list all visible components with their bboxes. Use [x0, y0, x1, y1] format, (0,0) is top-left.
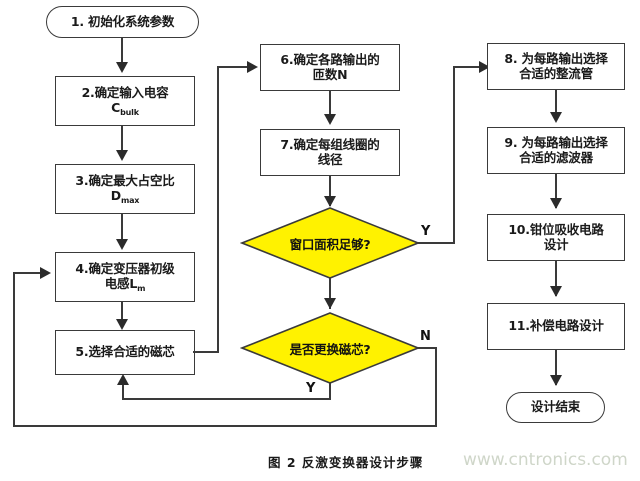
edge-3-to-4 [121, 214, 123, 248]
node-step8-text: 8. 为每路输出选择 合适的整流管 [504, 50, 608, 82]
figure-caption: 图 2 反激变换器设计步骤 [268, 455, 424, 470]
node-step2-line2: Cbulk [111, 100, 139, 117]
node-step10: 10.钳位吸收电路 设计 [487, 214, 625, 261]
node-start: 1. 初始化系统参数 [46, 6, 199, 38]
node-step2: 2.确定输入电容 Cbulk [55, 76, 195, 126]
edge-5-to-6-seg-h2 [217, 66, 250, 68]
edge-11-to-end [555, 350, 557, 385]
branch-label-dec2-no: N [420, 329, 431, 344]
node-step6: 6.确定各路输出的 匝数N [260, 44, 400, 91]
node-step8-line1: 8. 为每路输出选择 [504, 50, 608, 66]
edge-dec2-no-v1 [435, 347, 437, 426]
node-start-label: 1. 初始化系统参数 [70, 13, 175, 29]
arrowhead-3-to-4 [116, 239, 128, 250]
node-step7: 7.确定每组线圈的 线径 [260, 129, 400, 176]
edge-5-to-6-seg-v [217, 66, 219, 353]
arrowhead-dec2-no [40, 267, 51, 279]
edge-dec2-yes-h [122, 398, 331, 400]
branch-label-dec2-yes: Y [306, 381, 316, 396]
node-step5-line1: 5.选择合适的磁芯 [75, 344, 175, 360]
arrowhead-start-to-2 [116, 62, 128, 73]
edge-dec2-yes-v2 [122, 382, 124, 399]
node-step2-subscript: bulk [120, 108, 139, 117]
edge-dec2-no-h3 [13, 272, 42, 274]
node-step5: 5.选择合适的磁芯 [55, 330, 195, 375]
arrowhead-dec1-yes [479, 61, 490, 73]
arrowhead-10-to-11 [550, 286, 562, 297]
node-step7-text: 7.确定每组线圈的 线径 [280, 136, 380, 168]
edge-dec2-no-h2 [13, 425, 437, 427]
edge-dec2-no-v2 [13, 272, 15, 427]
node-step3-line1: 3.确定最大占空比 [75, 173, 175, 189]
node-step2-text: 2.确定输入电容 Cbulk [81, 85, 169, 117]
edge-4-to-5 [121, 302, 123, 328]
edge-dec2-yes-v1 [329, 383, 331, 399]
node-step4: 4.确定变压器初级 电感Lm [55, 252, 195, 302]
arrowhead-9-to-10 [550, 198, 562, 209]
arrowhead-2-to-3 [116, 150, 128, 161]
node-step4-subscript: m [137, 284, 146, 293]
node-step9-line2: 合适的滤波器 [519, 149, 593, 165]
watermark-text: www.cntronics.com [463, 450, 628, 470]
node-step9: 9. 为每路输出选择 合适的滤波器 [487, 127, 625, 174]
arrowhead-dec2-yes [117, 374, 129, 385]
node-step9-text: 9. 为每路输出选择 合适的滤波器 [504, 134, 608, 166]
node-step6-text: 6.确定各路输出的 匝数N [280, 51, 380, 83]
node-step8-line2: 合适的整流管 [519, 65, 593, 81]
arrowhead-5-to-6 [247, 61, 258, 73]
node-step11-line1: 11.补偿电路设计 [508, 318, 604, 334]
edge-7-to-dec1 [329, 176, 331, 206]
node-step4-line2: 电感Lm [104, 276, 146, 293]
arrowhead-dec1-to-dec2 [324, 298, 336, 309]
arrowhead-6-to-7 [324, 114, 336, 125]
edge-9-to-10 [555, 174, 557, 208]
node-end-label: 设计结束 [530, 399, 581, 415]
node-decision2: 是否更换磁芯? [240, 311, 420, 385]
node-step4-text: 4.确定变压器初级 电感Lm [75, 261, 175, 293]
node-step11: 11.补偿电路设计 [487, 303, 625, 350]
arrowhead-8-to-9 [550, 112, 562, 123]
branch-label-dec1-yes: Y [421, 224, 431, 239]
decision2-shape [240, 312, 420, 384]
arrowhead-4-to-5 [116, 319, 128, 330]
edge-start-to-2 [121, 38, 123, 70]
decision1-shape [240, 207, 420, 279]
node-decision1: 窗口面积足够? [240, 206, 420, 280]
edge-6-to-7 [329, 91, 331, 123]
arrowhead-11-to-end [550, 375, 562, 386]
node-step9-line1: 9. 为每路输出选择 [504, 134, 608, 150]
node-step6-line2: 匝数N [312, 66, 348, 82]
node-step3-line2: Dmax [110, 188, 140, 205]
edge-5-to-6-seg-h1 [193, 351, 219, 353]
edge-8-to-9 [555, 90, 557, 121]
node-step4-line1: 4.确定变压器初级 [75, 261, 175, 277]
edge-dec1-yes-h2 [453, 66, 482, 68]
node-end: 设计结束 [506, 392, 605, 423]
node-step7-line2: 线径 [317, 151, 343, 167]
edge-dec1-yes-v [453, 66, 455, 244]
edge-dec2-no-h1 [417, 347, 437, 349]
node-step3-text: 3.确定最大占空比 Dmax [75, 173, 175, 205]
edge-2-to-3 [121, 126, 123, 158]
node-step10-line2: 设计 [543, 236, 569, 252]
arrowhead-7-to-dec1 [324, 196, 336, 207]
node-step7-line1: 7.确定每组线圈的 [280, 136, 380, 152]
node-step8: 8. 为每路输出选择 合适的整流管 [487, 43, 625, 90]
node-step3-subscript: max [120, 196, 140, 205]
node-step6-line1: 6.确定各路输出的 [280, 51, 380, 67]
node-step2-line1: 2.确定输入电容 [81, 85, 169, 101]
edge-dec1-yes-h1 [417, 242, 455, 244]
node-step10-text: 10.钳位吸收电路 设计 [508, 221, 604, 253]
node-step10-line1: 10.钳位吸收电路 [508, 221, 604, 237]
edge-dec1-to-dec2 [329, 278, 331, 309]
edge-10-to-11 [555, 261, 557, 296]
node-step3: 3.确定最大占空比 Dmax [55, 164, 195, 214]
